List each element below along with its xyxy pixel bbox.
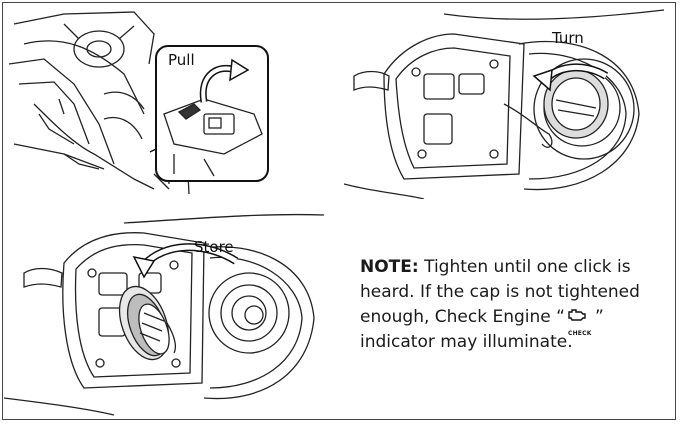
note-text-before-icon: Tighten until one click is heard. If the… <box>360 257 640 327</box>
fuel-cap-store-illustration <box>4 213 325 416</box>
engine-shape-icon <box>568 309 586 321</box>
store-label: Store <box>194 238 234 256</box>
check-engine-icon: CHECK <box>565 308 595 337</box>
panel-turn-cap: Turn <box>344 4 674 199</box>
check-engine-caption: CHECK <box>567 330 592 337</box>
panel-pull-release: Pull <box>4 4 340 199</box>
panel-store-cap: Store <box>4 203 340 418</box>
car-interior-illustration <box>8 11 269 195</box>
turn-label: Turn <box>552 29 584 47</box>
note-text-after-icon: ” indicator may illuminate. <box>360 307 604 352</box>
pull-label: Pull <box>168 51 195 69</box>
note-paragraph: NOTE: Tighten until one click is heard. … <box>360 255 666 355</box>
fuel-door-turn-illustration <box>344 9 665 199</box>
figure-frame <box>2 2 676 420</box>
note-heading: NOTE: <box>360 257 419 277</box>
